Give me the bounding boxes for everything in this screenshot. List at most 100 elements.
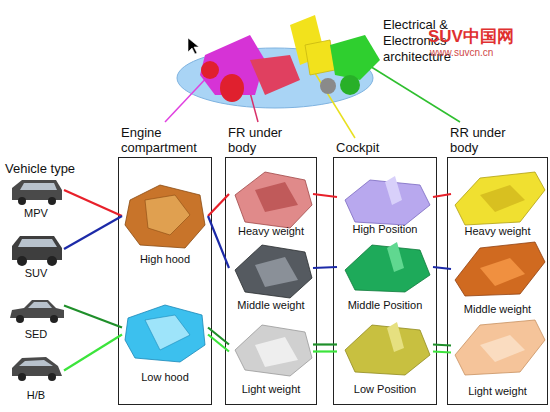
module-variant: Heavy weight xyxy=(451,166,544,238)
connector-line xyxy=(64,190,122,216)
connector-line xyxy=(64,306,122,328)
rear-underbody-part xyxy=(455,242,545,296)
connector-line xyxy=(313,350,337,352)
underbody-part xyxy=(255,257,298,287)
variant-label: Heavy weight xyxy=(229,225,313,238)
variant-label: Middle weight xyxy=(229,299,313,312)
car-icon xyxy=(12,357,62,376)
car-icon xyxy=(18,197,26,205)
car-icon xyxy=(12,357,62,381)
module-variant: High hood xyxy=(122,182,208,266)
platform-car xyxy=(220,74,244,102)
rear-underbody-part xyxy=(480,335,525,362)
variant-label: High Position xyxy=(337,223,433,236)
connector-line xyxy=(208,328,229,345)
underbody-part xyxy=(235,325,312,376)
vehicle-type-node: SED xyxy=(8,295,64,341)
variant-label: Middle weight xyxy=(451,303,544,316)
car-icon xyxy=(12,180,62,200)
connector-line xyxy=(64,216,122,249)
connector-line xyxy=(208,335,229,352)
variant-label: Light weight xyxy=(229,383,313,396)
module-variant: Middle weight xyxy=(451,240,544,316)
car-icon xyxy=(18,373,26,381)
connector-line xyxy=(433,267,451,269)
variant-label: High hood xyxy=(122,253,208,266)
module-variant: Heavy weight xyxy=(229,166,313,238)
car-icon xyxy=(47,256,57,266)
column-heading: Engine compartment xyxy=(121,125,221,155)
connector-line xyxy=(208,194,229,216)
module-variant: High Position xyxy=(337,172,433,236)
variant-label: Light weight xyxy=(451,385,544,398)
underbody-part xyxy=(235,245,312,298)
watermark: SUV中国网 xyxy=(428,27,538,46)
platform-car xyxy=(320,78,336,94)
vehicle-label: SED xyxy=(8,328,64,341)
connector-line xyxy=(313,194,337,197)
module-variant: Middle Position xyxy=(337,240,433,312)
module-column: FR under bodyHeavy weightMiddle weightLi… xyxy=(225,157,317,405)
module-variant: Low hood xyxy=(122,300,208,384)
car-icon xyxy=(12,180,62,205)
platform-car xyxy=(201,61,219,79)
mouse-cursor xyxy=(188,38,199,54)
car-icon xyxy=(17,256,27,266)
vehicle-label: H/B xyxy=(8,389,64,402)
vehicle-type-node: MPV xyxy=(8,176,64,220)
cockpit-part xyxy=(345,176,430,225)
axis-heading: Vehicle type xyxy=(5,161,105,176)
cockpit-part xyxy=(345,242,430,292)
cockpit-part xyxy=(387,322,404,352)
platform-car xyxy=(340,75,360,95)
rear-underbody-part xyxy=(455,320,545,375)
engine-part xyxy=(145,195,190,235)
underbody-part xyxy=(255,337,298,367)
car-icon xyxy=(10,300,64,318)
vehicle-label: MPV xyxy=(8,207,64,220)
module-variant: Low Position xyxy=(337,318,433,396)
engine-part xyxy=(125,305,205,362)
connector-line xyxy=(433,194,451,197)
car-icon xyxy=(28,302,52,308)
module-variant: Light weight xyxy=(451,318,544,398)
engine-part xyxy=(125,305,205,362)
variant-label: Low Position xyxy=(337,383,433,396)
rear-underbody-part xyxy=(455,320,545,375)
underbody-part xyxy=(255,182,298,212)
engine-part xyxy=(125,185,205,248)
connector-line xyxy=(313,343,337,345)
platform-car xyxy=(330,35,380,80)
column-heading: FR under body xyxy=(228,125,298,155)
underbody-part xyxy=(235,325,312,376)
rear-underbody-part xyxy=(480,258,525,286)
car-icon xyxy=(20,183,57,190)
car-icon xyxy=(12,236,62,260)
cockpit-part xyxy=(345,245,430,292)
variant-label: Heavy weight xyxy=(451,225,544,238)
engine-part xyxy=(125,185,205,248)
platform-car xyxy=(250,55,300,95)
engine-part xyxy=(145,315,190,350)
car-icon xyxy=(48,373,56,381)
vehicle-label: SUV xyxy=(8,267,64,280)
column-heading: RR under body xyxy=(450,125,525,155)
cockpit-part xyxy=(385,176,402,205)
car-icon xyxy=(18,239,57,247)
vehicle-type-node: SUV xyxy=(8,234,64,280)
car-icon xyxy=(19,360,53,366)
underbody-part xyxy=(235,172,312,228)
connector-line xyxy=(208,216,229,268)
cockpit-part xyxy=(345,325,430,375)
cockpit-part xyxy=(387,242,404,272)
module-column: CockpitHigh PositionMiddle PositionLow P… xyxy=(333,157,437,405)
rear-underbody-part xyxy=(455,242,545,296)
underbody-part xyxy=(235,245,312,298)
connector-line xyxy=(433,352,451,353)
cockpit-part xyxy=(345,322,430,375)
module-column: RR under bodyHeavy weightMiddle weightLi… xyxy=(447,157,548,405)
car-icon xyxy=(12,236,62,266)
underbody-part xyxy=(235,172,312,228)
